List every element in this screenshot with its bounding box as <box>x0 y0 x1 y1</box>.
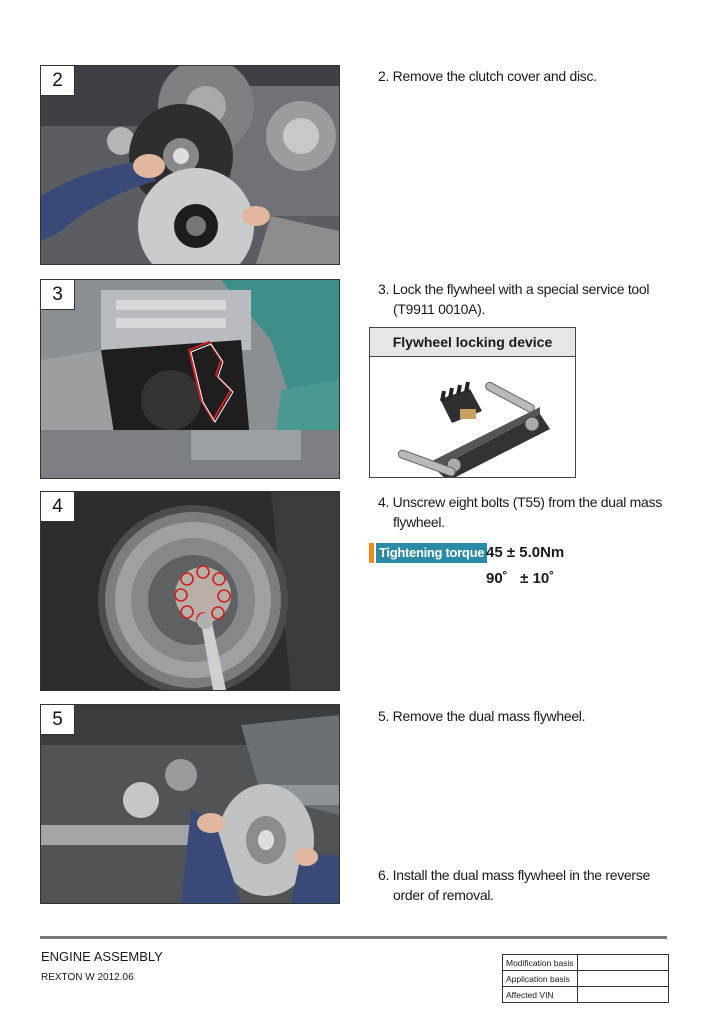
footer-divider <box>40 936 667 939</box>
step-number: 3 <box>41 280 75 310</box>
table-value <box>577 954 669 971</box>
step-6-text: 6. Install the dual mass flywheel in the… <box>378 865 678 905</box>
step-3-instruction-line2: (T9911 0010A). <box>393 301 486 317</box>
step-4-instruction-line2: flywheel. <box>393 514 445 530</box>
step-2-instruction: 2. Remove the clutch cover and disc. <box>378 68 597 84</box>
table-row: Affected VIN <box>502 986 669 1003</box>
step-5-photo: 5 <box>40 704 340 904</box>
torque-value-angle: 90˚ ± 10˚ <box>486 570 555 587</box>
table-value <box>577 970 669 987</box>
table-label: Affected VIN <box>502 986 578 1003</box>
flywheel-locking-device-image <box>370 357 575 481</box>
step-4-photo: 4 <box>40 491 340 691</box>
step-3-text: 3. Lock the flywheel with a special serv… <box>378 279 678 319</box>
step-4-text: 4. Unscrew eight bolts (T55) from the du… <box>378 492 678 532</box>
table-label: Application basis <box>502 970 578 987</box>
step-2-text: 2. Remove the clutch cover and disc. <box>378 66 678 86</box>
step-number: 4 <box>41 492 75 522</box>
footer-section-title: ENGINE ASSEMBLY <box>41 949 163 964</box>
step-number: 5 <box>41 705 75 735</box>
step-number: 2 <box>41 66 75 96</box>
step-6-instruction-line2: order of removal. <box>393 887 494 903</box>
step-3-photo: 3 <box>40 279 340 479</box>
step-6-instruction-line1: 6. Install the dual mass flywheel in the… <box>378 867 650 883</box>
torque-label: Tightening torque <box>376 543 488 563</box>
tool-title: Flywheel locking device <box>370 328 575 357</box>
step-5-instruction: 5. Remove the dual mass flywheel. <box>378 708 586 724</box>
table-row: Modification basis <box>502 954 669 971</box>
torque-value-primary: 45 ± 5.0Nm <box>486 544 565 561</box>
table-row: Application basis <box>502 970 669 987</box>
revision-table: Modification basis Application basis Aff… <box>502 954 669 1003</box>
table-label: Modification basis <box>502 954 578 971</box>
step-5-text: 5. Remove the dual mass flywheel. <box>378 706 678 726</box>
table-value <box>577 986 669 1003</box>
step-2-photo: 2 <box>40 65 340 265</box>
step-3-instruction-line1: 3. Lock the flywheel with a special serv… <box>378 281 650 297</box>
step-4-instruction-line1: 4. Unscrew eight bolts (T55) from the du… <box>378 494 662 510</box>
torque-marker <box>369 543 374 563</box>
footer-model: REXTON W 2012.06 <box>41 972 134 983</box>
tool-panel: Flywheel locking device <box>369 327 576 481</box>
